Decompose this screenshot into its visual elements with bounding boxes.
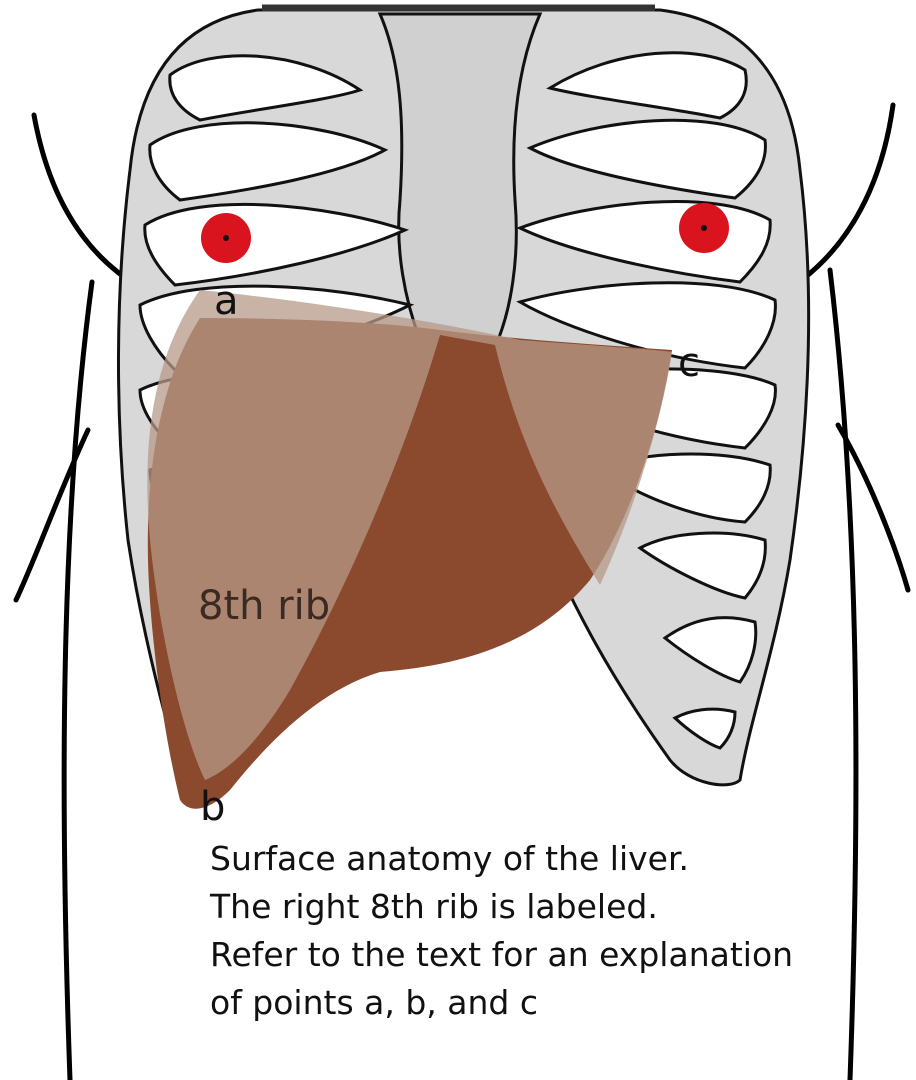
liver bbox=[147, 290, 672, 809]
label-point-b: b bbox=[200, 784, 225, 830]
label-point-a: a bbox=[214, 278, 239, 324]
right-nipple-center bbox=[701, 225, 707, 231]
caption-line-1: Surface anatomy of the liver. bbox=[210, 839, 689, 878]
label-8th-rib: 8th rib bbox=[198, 583, 330, 629]
label-point-c: c bbox=[678, 340, 700, 386]
caption: Surface anatomy of the liver. The right … bbox=[209, 839, 793, 1022]
right-torso-line bbox=[830, 270, 856, 1080]
left-nipple-center bbox=[223, 235, 229, 241]
caption-line-4: of points a, b, and c bbox=[210, 983, 538, 1022]
caption-line-3: Refer to the text for an explanation bbox=[210, 935, 793, 974]
left-arm-line bbox=[16, 430, 88, 600]
left-torso-line bbox=[64, 282, 92, 1080]
caption-line-2: The right 8th rib is labeled. bbox=[209, 887, 658, 926]
